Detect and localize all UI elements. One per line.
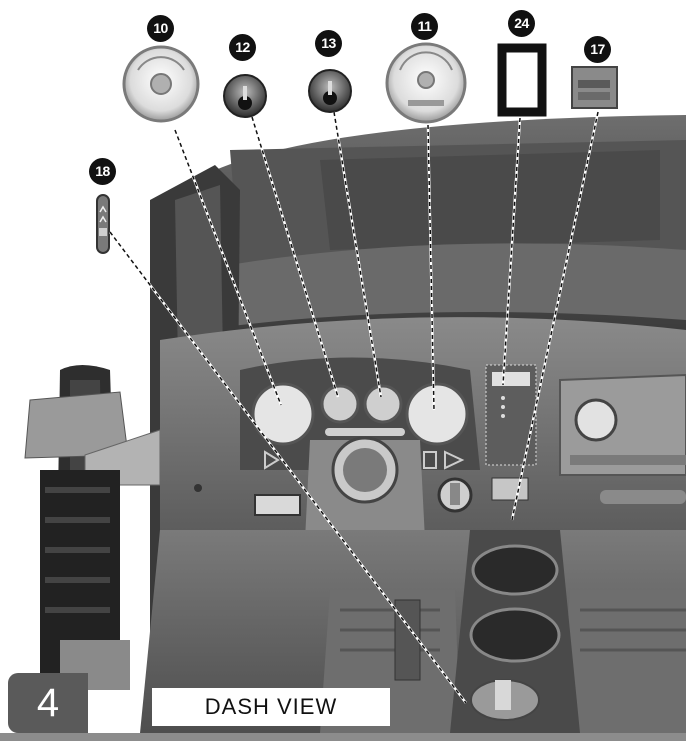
callout-18: 18	[89, 158, 116, 185]
part-12-gauge	[223, 74, 267, 118]
part-13-gauge	[308, 69, 352, 113]
callout-17: 17	[584, 36, 611, 63]
steering-column	[305, 436, 425, 540]
key-switch	[437, 477, 473, 513]
leader-lines	[109, 111, 600, 704]
part-10-gauge	[122, 45, 200, 123]
callout-24: 24	[508, 10, 535, 37]
callout-10: 10	[147, 15, 174, 42]
hood-body	[180, 115, 686, 330]
callout-12: 12	[229, 34, 256, 61]
front-wheel	[40, 470, 130, 690]
left-vents	[194, 484, 301, 516]
switch-panel	[485, 364, 537, 501]
bottom-bar	[0, 733, 686, 741]
part-11-gauge	[385, 42, 467, 124]
center-console	[450, 530, 580, 733]
part-24-frame	[497, 43, 547, 117]
part-18-switch	[96, 194, 110, 254]
gauge-cluster	[251, 382, 469, 470]
radio-unit	[559, 373, 686, 504]
callout-11: 11	[411, 13, 438, 40]
callout-13: 13	[315, 30, 342, 57]
step-number-badge: 4	[8, 673, 88, 733]
view-label: DASH VIEW	[152, 688, 390, 726]
part-17-plate	[571, 66, 618, 109]
